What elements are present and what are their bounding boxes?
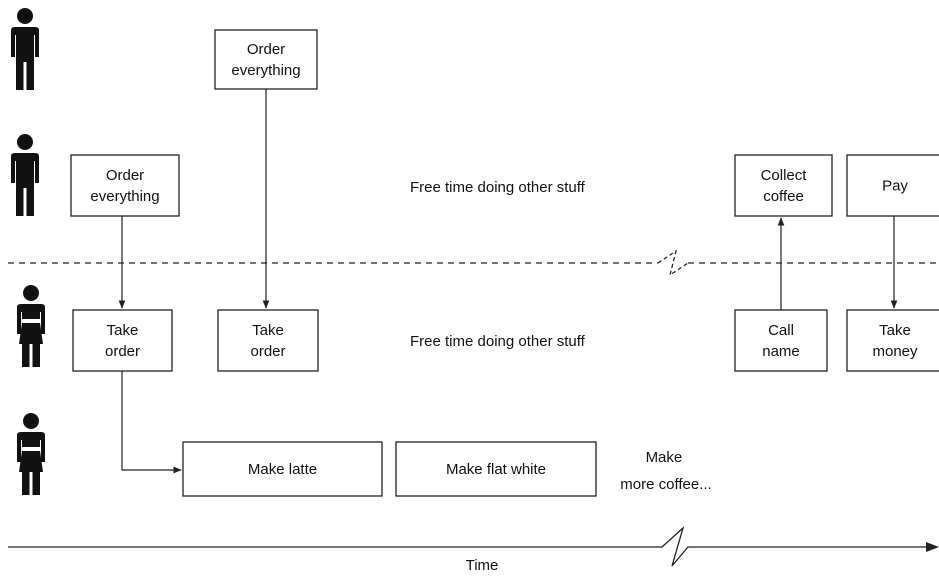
box-c2-pay-label: Pay <box>882 178 908 195</box>
box-cash-take-2: Take order <box>217 309 319 372</box>
box-c2-collect: Collect coffee <box>734 154 833 217</box>
box-c2-order: Order everything <box>70 154 180 217</box>
box-cash-take-2-label: Take <box>252 322 284 339</box>
box-cash-money-label: money <box>872 343 918 360</box>
box-bar-flat-frame <box>395 441 597 497</box>
more-coffee-line-1: Make <box>646 449 683 466</box>
box-c1-order-label: everything <box>231 62 300 79</box>
box-cash-call: Call name <box>734 309 828 372</box>
box-cash-take-1-frame <box>72 309 173 372</box>
box-cash-take-1-label: order <box>105 343 140 360</box>
box-c2-pay: Pay <box>846 154 939 217</box>
box-c2-collect-label: Collect <box>761 167 808 184</box>
connector-take-to-latte <box>121 371 182 474</box>
box-bar-latte-frame <box>182 441 383 497</box>
box-cash-take-1-label: Take <box>107 322 139 339</box>
box-c2-order-label: everything <box>90 188 159 205</box>
time-axis <box>8 525 939 567</box>
box-cash-call-label: Call <box>768 322 794 339</box>
box-cash-money-label: Take <box>879 322 911 339</box>
box-cash-call-label: name <box>762 343 800 360</box>
box-c2-pay-frame <box>846 154 939 217</box>
server-person-icon <box>17 285 45 367</box>
box-c2-collect-label: coffee <box>763 188 804 205</box>
box-c1-order: Order everything <box>214 29 318 90</box>
box-bar-flat: Make flat white <box>395 441 597 497</box>
connectors <box>118 89 898 474</box>
box-c2-collect-frame <box>734 154 833 217</box>
customer-free-time-text: Free time doing other stuff <box>410 179 586 196</box>
box-bar-latte-label: Make latte <box>248 461 317 478</box>
person-icon <box>11 8 39 90</box>
box-cash-take-2-label: order <box>250 343 285 360</box>
more-coffee-text: Make more coffee... <box>620 449 711 493</box>
box-cash-money: Take money <box>846 309 939 372</box>
time-axis-label: Time <box>466 557 499 574</box>
server-person-icon <box>17 413 45 495</box>
person-icon <box>11 134 39 216</box>
cashier-free-time-text: Free time doing other stuff <box>410 333 586 350</box>
box-c1-order-frame <box>214 29 318 90</box>
box-bar-flat-label: Make flat white <box>446 461 546 478</box>
box-c1-order-label: Order <box>247 41 285 58</box>
box-c2-order-label: Order <box>106 167 144 184</box>
more-coffee-line-2: more coffee... <box>620 476 711 493</box>
box-cash-call-frame <box>734 309 828 372</box>
lane-separator <box>8 249 939 277</box>
box-c2-order-frame <box>70 154 180 217</box>
box-cash-take-2-frame <box>217 309 319 372</box>
box-bar-latte: Make latte <box>182 441 383 497</box>
box-cash-take-1: Take order <box>72 309 173 372</box>
box-cash-money-frame <box>846 309 939 372</box>
